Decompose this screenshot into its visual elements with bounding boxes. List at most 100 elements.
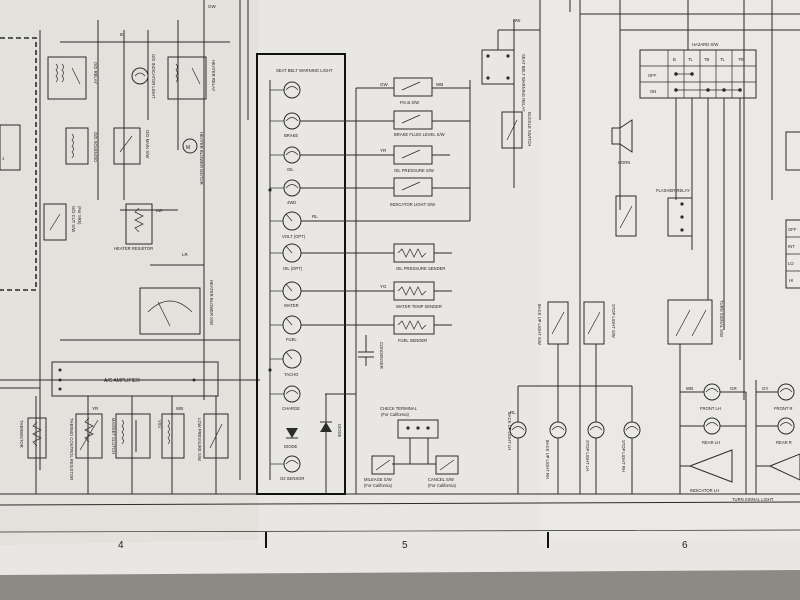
wire-code-lr: LR [182,252,189,257]
heater-blower-sw-label: HEATER BLOWER S/W [209,280,214,325]
svg-text:FRONT LH: FRONT LH [700,406,721,411]
svg-text:VOLT (OPT): VOLT (OPT) [282,234,306,239]
condenser: CONDENSER [358,335,384,369]
svg-text:FUEL SENDER: FUEL SENDER [398,338,427,343]
svg-text:FRONT R: FRONT R [774,406,793,411]
wire-code-yg-center: YG [380,284,387,289]
svg-text:HI: HI [789,278,793,283]
svg-text:BUCKLE SWITCH: BUCKLE SWITCH [527,112,532,146]
paper-shadow [0,570,800,600]
thermistor [27,417,47,459]
svg-text:STOP LIGHT LH: STOP LIGHT LH [585,440,590,471]
od-cut-switch [43,203,67,241]
vsv [161,413,185,459]
svg-text:INDICATOR LH: INDICATOR LH [690,488,719,493]
wire-code-gw: GW [208,4,217,9]
svg-text:BACK UP LIGHT S/W: BACK UP LIGHT S/W [537,304,542,345]
horn-relay [615,195,637,237]
svg-text:BRAKE: BRAKE [284,133,298,138]
svg-text:ON: ON [650,89,656,94]
svg-text:TB: TB [704,57,710,62]
od-indicator-label: O/D INDICATOR LIGHT [151,54,156,99]
svg-text:TACHO: TACHO [284,372,299,377]
svg-text:B: B [673,57,676,62]
svg-text:OIL PRESSURE S/W: OIL PRESSURE S/W [394,168,434,173]
wire-code-wb-center: WB [436,82,443,87]
heater-relay [167,56,207,100]
turn-signal-light-label: TURN SIGNAL LIGHT [732,497,774,502]
section-number-5: 5 [402,540,408,551]
section-ruler: 4 5 6 [118,532,688,551]
horn: HORN [611,119,633,165]
svg-text:TL: TL [688,57,694,62]
svg-text:OIL (OPT): OIL (OPT) [283,266,303,271]
flasher-relay: FLASHER RELAY [656,188,693,237]
heater-blower-label: HEATER BLOWER MOTOR [199,132,204,185]
svg-text:HAZARD S/W: HAZARD S/W [692,42,718,47]
magnet-clutch-label: MAGNET CLUTCH [111,418,116,454]
svg-text:BACK UP LIGHT RH: BACK UP LIGHT RH [545,440,550,479]
svg-text:WATER TEMP SENDER: WATER TEMP SENDER [396,304,442,309]
mileage-switch: MILEAGE S/W (For California) [364,455,395,488]
check-terminal: CHECK TERMINAL (For California) [380,406,439,439]
od-solenoid [65,127,89,165]
svg-text:M: M [186,145,190,151]
wire-code-yb: YR [92,406,99,411]
hazard-switch: HAZARD S/W B TL TB TL TR OFF ON [639,42,757,99]
magnet-clutch [115,413,151,459]
svg-text:(For California): (For California) [381,412,410,417]
svg-text:FUEL: FUEL [286,337,297,342]
svg-text:WATER: WATER [284,303,299,308]
svg-text:STOP LIGHT S/W: STOP LIGHT S/W [611,304,616,338]
heater-relay-label: HEATER RELAY [211,60,216,91]
svg-text:OIL: OIL [287,167,294,172]
wire-code-rw-right: RW [513,18,521,23]
wire-code-gr-right: GR [730,386,738,391]
heater-blower-motor [182,138,198,154]
svg-text:1: 1 [2,156,5,161]
heater-blower-switch [139,287,201,335]
svg-text:4WD: 4WD [287,200,296,205]
od-relay-label: O/D RELAY [93,62,98,84]
svg-text:(For California): (For California) [428,483,457,488]
thermo-control-label: THERMO CONTROL RESISTOR [69,418,74,480]
turn-signal-switch: TURN SIGNAL S/W [667,299,724,345]
svg-text:P.K.B S/W: P.K.B S/W [400,100,419,105]
wire-code-gw-center: GW [380,82,389,87]
svg-text:OFF: OFF [788,227,797,232]
diode-right: DIODE [320,394,342,494]
heater-resistor [125,203,153,245]
combination-meter [256,53,346,495]
brake-fluid-switch: BRAKE FLUID LEVEL S/W [393,110,445,137]
svg-text:HORN: HORN [618,160,630,165]
od-cut-sw-label: O/D CUT S/W [71,206,76,232]
heater-resistor-label: HEATER RESISTOR [114,246,153,251]
svg-text:SEAT BELT WARNING LIGHT: SEAT BELT WARNING LIGHT [276,68,333,73]
center-section: SEAT BELT WARNING LIGHT BRAKE OIL 4WD VO… [256,0,541,495]
svg-text:LO: LO [788,261,794,266]
buckle-switch: BUCKLE SWITCH [501,111,532,149]
wire-code-gy-right: GY [762,386,769,391]
paper-fold-right [540,0,800,542]
od-solenoid-label: O/D SOLENOID [93,132,98,162]
indicator-lh: INDICATOR LH [688,449,733,493]
wire-code-rl-center: RL [312,214,318,219]
section-number-4: 4 [118,540,124,551]
svg-text:INT: INT [788,244,795,249]
section-number-6: 6 [682,540,688,551]
svg-text:INDICATOR LIGHT S/W: INDICATOR LIGHT S/W [390,202,435,207]
svg-text:CONDENSER: CONDENSER [379,342,384,369]
svg-text:TL: TL [720,57,726,62]
od-cut-sub-label: (For SR5) [77,206,82,225]
diode-left: DIODE [284,428,298,449]
thermistor-label: THERMISTOR [19,420,24,448]
svg-text:SEAT BELT WARNING RELAY: SEAT BELT WARNING RELAY [521,54,526,112]
low-pressure-label: LOW PRESSURE S/W [197,418,202,461]
ac-amplifier-label: A/C AMPLIFIER [104,378,140,384]
svg-text:TURN SIGNAL S/W: TURN SIGNAL S/W [719,300,724,337]
paper-fold-left [0,0,258,545]
od-relay [47,56,87,100]
svg-text:DIODE: DIODE [284,444,297,449]
svg-text:STOP LIGHT RH: STOP LIGHT RH [621,440,626,472]
